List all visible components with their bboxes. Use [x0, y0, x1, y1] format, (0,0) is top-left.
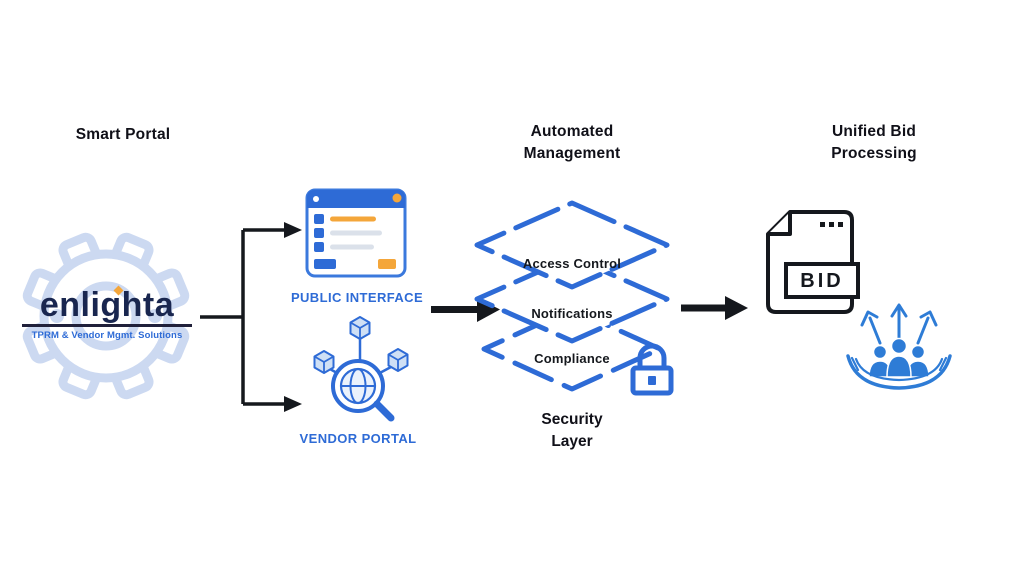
stacked-layers-icon	[474, 200, 670, 392]
keyhole	[648, 376, 656, 385]
up-arrow-right	[916, 310, 938, 345]
globe-network-search-icon	[313, 316, 409, 422]
layer-notifications-shape	[474, 254, 670, 344]
heading-automated-management: Automated Management	[494, 121, 650, 165]
logo-enlighta: enlighta TPRM & Vendor Mgmt. Solutions	[16, 286, 198, 341]
gear-icon	[22, 232, 190, 400]
browser-primary-button	[314, 259, 336, 269]
up-arrow-left	[860, 310, 882, 345]
team-basket	[846, 354, 952, 390]
up-arrow-center	[890, 303, 908, 340]
heading-unified-line2: Processing	[831, 145, 917, 162]
gear-right-dot	[148, 309, 162, 323]
layer-label-compliance: Compliance	[534, 351, 610, 366]
padlock-icon	[630, 343, 674, 396]
heading-unified-line1: Unified Bid	[832, 123, 916, 140]
heading-automated-line2: Management	[523, 145, 621, 162]
browser-window-icon	[305, 188, 407, 278]
magnifier-handle	[373, 400, 395, 422]
arrowhead-public-interface	[284, 222, 302, 238]
vendor-portal-label: VENDOR PORTAL	[299, 431, 417, 446]
heading-automated-line1: Automated	[530, 123, 614, 140]
security-caption-line2: Layer	[551, 433, 593, 450]
layer-label-notifications: Notifications	[531, 306, 613, 321]
layer-compliance-shape	[481, 306, 663, 392]
arrow-management-to-bid	[681, 296, 748, 320]
browser-secondary-button	[378, 259, 396, 269]
browser-header-bar	[307, 190, 405, 208]
logo-tagline: TPRM & Vendor Mgmt. Solutions	[31, 329, 183, 341]
security-layer-caption: Security Layer	[507, 409, 637, 453]
team-growth-icon	[846, 303, 952, 390]
layer-label-access-control: Access Control	[522, 256, 622, 271]
security-caption-line1: Security	[541, 411, 603, 428]
document-dots	[820, 222, 843, 227]
arrowhead-vendor-portal	[284, 396, 302, 412]
browser-header-dot	[313, 196, 319, 202]
logo-underline	[22, 324, 192, 327]
browser-notification-dot	[392, 193, 402, 203]
heading-smart-portal: Smart Portal	[75, 126, 171, 143]
logo-wordmark: enlighta	[39, 286, 175, 324]
document-fold	[768, 212, 792, 236]
heading-unified-bid-processing: Unified Bid Processing	[794, 121, 954, 165]
bid-box	[784, 262, 860, 299]
public-interface-label: PUBLIC INTERFACE	[290, 290, 424, 305]
bid-document-icon: BID	[766, 210, 860, 314]
bid-label: BID	[800, 270, 843, 292]
team-people	[868, 337, 930, 378]
gear-left-dot	[50, 309, 64, 323]
layer-access-control-shape	[474, 200, 670, 290]
